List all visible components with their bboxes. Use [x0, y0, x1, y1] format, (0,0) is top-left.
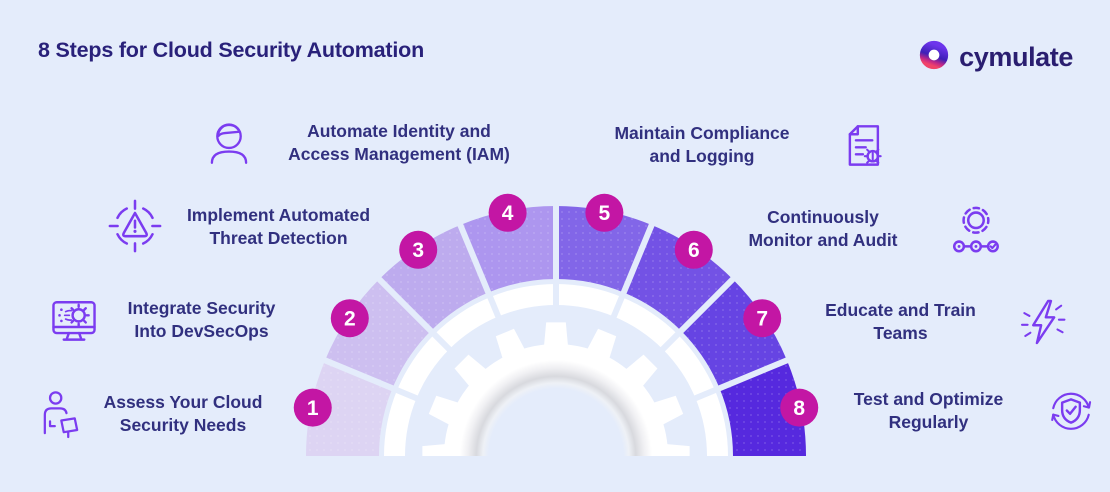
- step-6-label: Continuously Monitor and Audit: [712, 206, 934, 252]
- person-at-desk-icon: [34, 384, 86, 444]
- page-title: 8 Steps for Cloud Security Automation: [38, 38, 425, 62]
- arch-segment-gap: [320, 356, 423, 403]
- step-2-label: Integrate Security Into DevSecOps: [114, 297, 289, 343]
- step-1-label-line2: Security Needs: [119, 415, 247, 435]
- step-2-label-line1: Integrate Security: [127, 298, 276, 318]
- step-8: Test and Optimize Regularly: [826, 382, 1099, 440]
- arch-segment-gap: [456, 220, 503, 323]
- step-badge-number-6: 6: [688, 239, 700, 262]
- step-4-label-line2: Access Management (IAM): [288, 144, 510, 164]
- arch-segment-gap: [374, 274, 455, 355]
- step-5-label-line2: and Logging: [649, 146, 755, 166]
- person-icon: [202, 114, 256, 172]
- center-gear-icon: [422, 322, 690, 456]
- arch-body: [306, 202, 806, 456]
- arch-segment-gap: [609, 220, 656, 323]
- step-7-label-line2: Teams: [873, 323, 928, 343]
- step-1-label-line1: Assess Your Cloud: [103, 392, 263, 412]
- arch-segment-gap: [689, 356, 792, 403]
- step-7-label: Educate and Train Teams: [798, 299, 1003, 345]
- step-7: Educate and Train Teams: [798, 292, 1071, 352]
- arch-segment-gap: [657, 274, 738, 355]
- arch-inner-ring: [384, 284, 728, 456]
- step-5-label: Maintain Compliance and Logging: [582, 122, 822, 168]
- lightning-icon: [1015, 292, 1071, 352]
- cymulate-logo: cymulate: [917, 38, 1073, 77]
- step-badge-number-3: 3: [412, 239, 424, 262]
- step-1-label: Assess Your Cloud Security Needs: [98, 391, 268, 437]
- step-badge-number-8: 8: [793, 397, 805, 420]
- step-badge-number-2: 2: [344, 308, 356, 331]
- monitor-gear-icon: [46, 292, 102, 348]
- step-5-label-line1: Maintain Compliance: [614, 123, 790, 143]
- step-7-label-line1: Educate and Train: [825, 300, 976, 320]
- step-4-label-line1: Automate Identity and: [307, 121, 491, 141]
- step-badge-number-5: 5: [599, 202, 611, 225]
- arch-texture: [306, 206, 806, 456]
- cymulate-logo-text: cymulate: [959, 42, 1073, 72]
- step-8-label-line1: Test and Optimize: [853, 389, 1004, 409]
- step-3: Implement Automated Threat Detection: [106, 198, 381, 256]
- document-bug-icon: [834, 116, 890, 174]
- step-badge-3: 3: [399, 230, 438, 269]
- step-badge-7: 7: [743, 299, 782, 338]
- step-badge-2: 2: [330, 299, 369, 338]
- step-3-label: Implement Automated Threat Detection: [176, 204, 381, 250]
- step-3-label-line1: Implement Automated: [186, 205, 371, 225]
- step-2: Integrate Security Into DevSecOps: [46, 292, 289, 348]
- gear-audit-icon: [946, 200, 1004, 258]
- step-badge-number-7: 7: [756, 308, 768, 331]
- step-8-label-line2: Regularly: [888, 412, 969, 432]
- step-badge-4: 4: [488, 193, 527, 232]
- target-alert-icon: [106, 198, 164, 256]
- step-badge-8: 8: [780, 388, 819, 427]
- step-6-label-line2: Monitor and Audit: [748, 230, 898, 250]
- step-2-label-line2: Into DevSecOps: [134, 321, 269, 341]
- step-badge-5: 5: [585, 193, 624, 232]
- step-6-label-line1: Continuously: [767, 207, 879, 227]
- step-6: Continuously Monitor and Audit: [712, 200, 1004, 258]
- step-badge-number-1: 1: [307, 397, 319, 420]
- step-badge-6: 6: [674, 230, 713, 269]
- cymulate-logo-ring-icon: [917, 38, 951, 77]
- step-5: Maintain Compliance and Logging: [582, 116, 890, 174]
- step-badge-number-4: 4: [502, 202, 514, 225]
- step-3-label-line2: Threat Detection: [209, 228, 348, 248]
- step-4: Automate Identity and Access Management …: [202, 114, 530, 172]
- step-badge-1: 1: [293, 388, 332, 427]
- step-1: Assess Your Cloud Security Needs: [34, 384, 268, 444]
- step-8-label: Test and Optimize Regularly: [826, 388, 1031, 434]
- shield-refresh-icon: [1043, 382, 1099, 440]
- step-4-label: Automate Identity and Access Management …: [268, 120, 530, 166]
